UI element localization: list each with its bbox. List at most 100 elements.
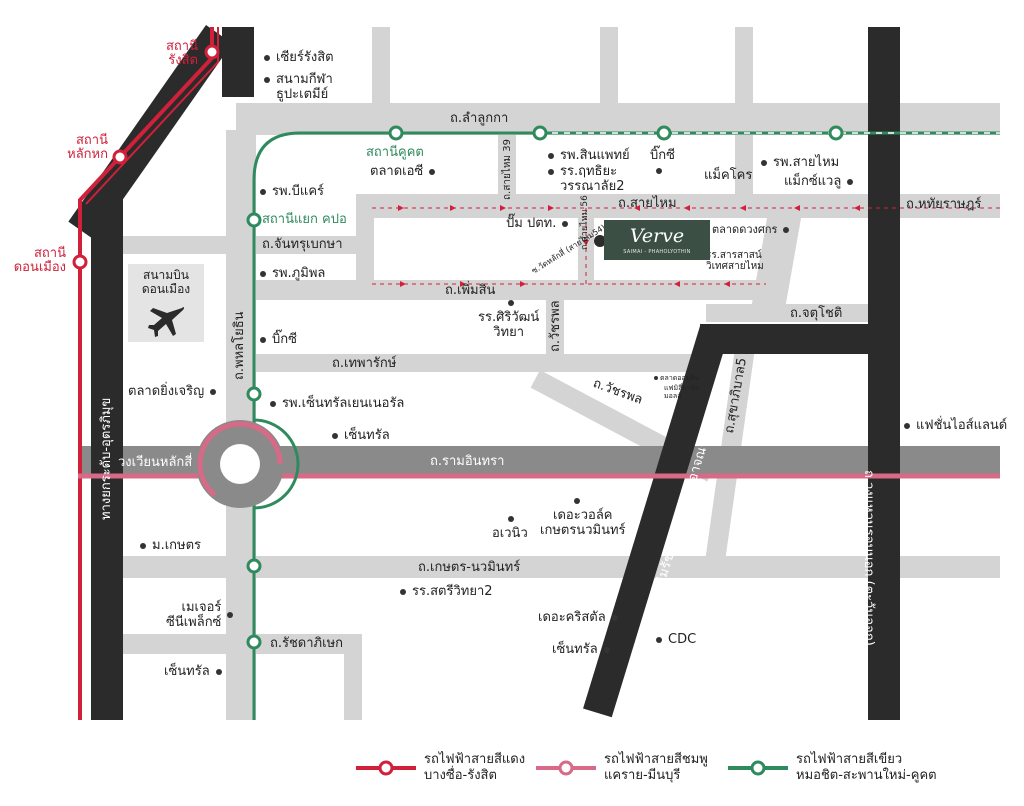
- poi-dot: [904, 422, 910, 429]
- red-line: [78, 27, 214, 720]
- poi-bcare[interactable]: รพ.บีแคร์: [254, 184, 324, 199]
- airplane-icon: [148, 307, 185, 337]
- poi-label: ตลาดเอซี: [370, 164, 424, 179]
- poi-satri-wittaya2[interactable]: รร.สตรีวิทยา2: [394, 584, 493, 599]
- highway-chalermrat: [700, 324, 870, 354]
- poi-dot: [264, 76, 270, 83]
- station-yaekkorpor-marker[interactable]: [246, 212, 262, 228]
- poi-label: แฟชั่นไอส์แลนด์: [916, 418, 1008, 433]
- poi-dot: [574, 498, 580, 504]
- poi-small-market[interactable]: ตลาดออมสิน: [652, 374, 699, 382]
- poi-dot: [654, 376, 658, 380]
- poi-label: เซ็นทรัล: [164, 664, 210, 679]
- station-green-8[interactable]: [246, 634, 262, 650]
- road-west-frame: [356, 194, 374, 294]
- project-subtitle: SAIMAI - PHAHOLYOTHIN: [623, 249, 691, 255]
- poi-central-1[interactable]: เซ็นทรัล: [326, 428, 390, 443]
- poi-ptt[interactable]: ปั๊ม ปตท.: [506, 216, 574, 231]
- poi-central-3[interactable]: เซ็นทรัล: [164, 664, 228, 679]
- poi-bhumibol[interactable]: รพ.ภูมิพล: [254, 266, 325, 281]
- poi-label: แม็คโคร: [704, 168, 753, 183]
- poi-makro[interactable]: แม็คโคร: [704, 168, 752, 183]
- airport-box[interactable]: สนามบิน ดอนเมือง: [128, 264, 204, 342]
- poi-central-rangsit[interactable]: เซียร์รังสิต: [258, 50, 334, 65]
- poi-label: เมเจอร์ ซีนีเพล็กซ์: [166, 600, 222, 630]
- poi-dot: [611, 614, 618, 621]
- station-green-2[interactable]: [532, 125, 548, 141]
- station-rangsit-marker[interactable]: [204, 44, 220, 60]
- poi-label: แม็กซ์แวลู: [784, 174, 842, 189]
- poi-yingcharoen[interactable]: ตลาดยิ่งเจริญ: [128, 384, 222, 399]
- road-north-stub-1: [372, 27, 390, 107]
- legend-green-label: รถไฟฟ้าสายสีเขียว หมอชิต-สะพานใหม่-คูคต: [796, 752, 937, 783]
- poi-dot: [260, 336, 266, 343]
- poi-avenue[interactable]: อเวนิว: [492, 516, 528, 541]
- road-thepharak: [256, 354, 696, 372]
- poi-sarasas[interactable]: รร.สารสาสน์ วิเทศสายไหม: [706, 250, 764, 272]
- highway-uttaraphimuk: [91, 198, 123, 720]
- road-north-stub-2: [600, 27, 618, 107]
- poi-dot: [429, 168, 436, 175]
- poi-dot: [603, 646, 610, 653]
- poi-label: แฟมิลี่มาร์ท มอลล์: [664, 384, 700, 400]
- poi-label: ตลาดดวงศกร: [712, 223, 778, 236]
- poi-dot: [656, 636, 662, 643]
- road-saimai39: [498, 132, 516, 212]
- poi-ruedeeyavan[interactable]: รร.ฤทธิยะ วรรณาลัย2: [542, 164, 624, 194]
- road-north-stub-3: [735, 27, 753, 107]
- poi-central-2[interactable]: เซ็นทรัล: [552, 642, 616, 657]
- poi-label: รร.ศิริวัฒน์ วิทยา: [478, 310, 540, 340]
- poi-dot: [508, 300, 514, 306]
- poi-dot: [227, 612, 234, 618]
- poi-thupatemi[interactable]: สนามกีฬา ธูปะเตมีย์: [258, 72, 333, 102]
- poi-the-crystal[interactable]: เดอะคริสตัล: [538, 610, 624, 625]
- poi-dot: [332, 432, 338, 439]
- station-donmueang-marker[interactable]: [72, 254, 88, 270]
- station-green-7[interactable]: [246, 558, 262, 574]
- poi-dot: [847, 178, 854, 185]
- poi-maxvalu[interactable]: แม็กซ์แวลู: [784, 174, 859, 189]
- poi-major[interactable]: เมเจอร์ ซีนีเพล็กซ์: [166, 600, 239, 630]
- poi-label: รร.สตรีวิทยา2: [412, 584, 493, 599]
- station-green-3[interactable]: [656, 125, 672, 141]
- poi-duangsorn[interactable]: ตลาดดวงศกร: [712, 222, 795, 237]
- project-logo-box[interactable]: Verve SAIMAI - PHAHOLYOTHIN: [604, 220, 710, 260]
- poi-label: รพ.สายไหม: [773, 155, 840, 170]
- road-label-saimai: ถ.สายไหม: [618, 196, 677, 211]
- poi-label: ม.เกษตร: [152, 538, 202, 553]
- road-label-kanchanaphisek: ถ.วงแหวนรอบนอก (ตะวันออก): [861, 470, 876, 646]
- poi-label: เซ็นทรัล: [344, 428, 390, 443]
- station-lakhok-label: สถานี หลักหก: [67, 133, 108, 162]
- station-lakhok-marker[interactable]: [112, 149, 128, 165]
- poi-small-mall[interactable]: แฟมิลี่มาร์ท มอลล์: [664, 384, 699, 400]
- poi-dot: [548, 152, 554, 159]
- poi-market-ec[interactable]: ตลาดเอซี: [370, 164, 441, 179]
- poi-saimai-hosp[interactable]: รพ.สายไหม: [755, 155, 839, 170]
- legend-red-label: รถไฟฟ้าสายสีแดง บางซื่อ-รังสิต: [424, 752, 526, 783]
- poi-the-walk[interactable]: เดอะวอล์ค เกษตรนวมินทร์: [540, 498, 626, 538]
- poi-ku[interactable]: ม.เกษตร: [134, 538, 201, 553]
- station-green-4[interactable]: [828, 125, 844, 141]
- poi-label: ตลาดยิ่งเจริญ: [128, 384, 205, 399]
- poi-dot: [210, 388, 217, 395]
- poi-dot: [761, 159, 767, 166]
- poi-siriwat[interactable]: รร.ศิริวัฒน์ วิทยา: [478, 300, 539, 340]
- poi-bigc-1[interactable]: บิ๊กซี: [650, 148, 675, 178]
- highway-uttaraphimuk-top: [222, 27, 254, 97]
- poi-fashion-island[interactable]: แฟชั่นไอส์แลนด์: [898, 418, 1007, 433]
- station-khukhot-marker[interactable]: [388, 125, 404, 141]
- road-ratch-south: [344, 634, 362, 720]
- highway-kanchanaphisek: [868, 27, 900, 720]
- poi-bigc-2[interactable]: บิ๊กซี: [254, 332, 297, 347]
- poi-label: เซียร์รังสิต: [276, 50, 334, 65]
- poi-sinphaet[interactable]: รพ.สินแพทย์: [542, 148, 630, 163]
- poi-cdc[interactable]: CDC: [650, 632, 696, 647]
- road-label-uttaraphimuk: ทางยกระดับ-อุตรภิมุข: [99, 397, 114, 520]
- station-green-6[interactable]: [246, 386, 262, 402]
- station-khukhot-label: สถานีคูคต: [366, 145, 424, 160]
- legend-pink-label: รถไฟฟ้าสายสีชมพู แคราย-มีนบุรี: [604, 752, 708, 783]
- station-rangsit-label: สถานี รังสิต: [166, 39, 198, 68]
- poi-label: เซ็นทรัล: [552, 642, 598, 657]
- poi-central-general[interactable]: รพ.เซ็นทรัลเยนเนอรัล: [264, 396, 404, 411]
